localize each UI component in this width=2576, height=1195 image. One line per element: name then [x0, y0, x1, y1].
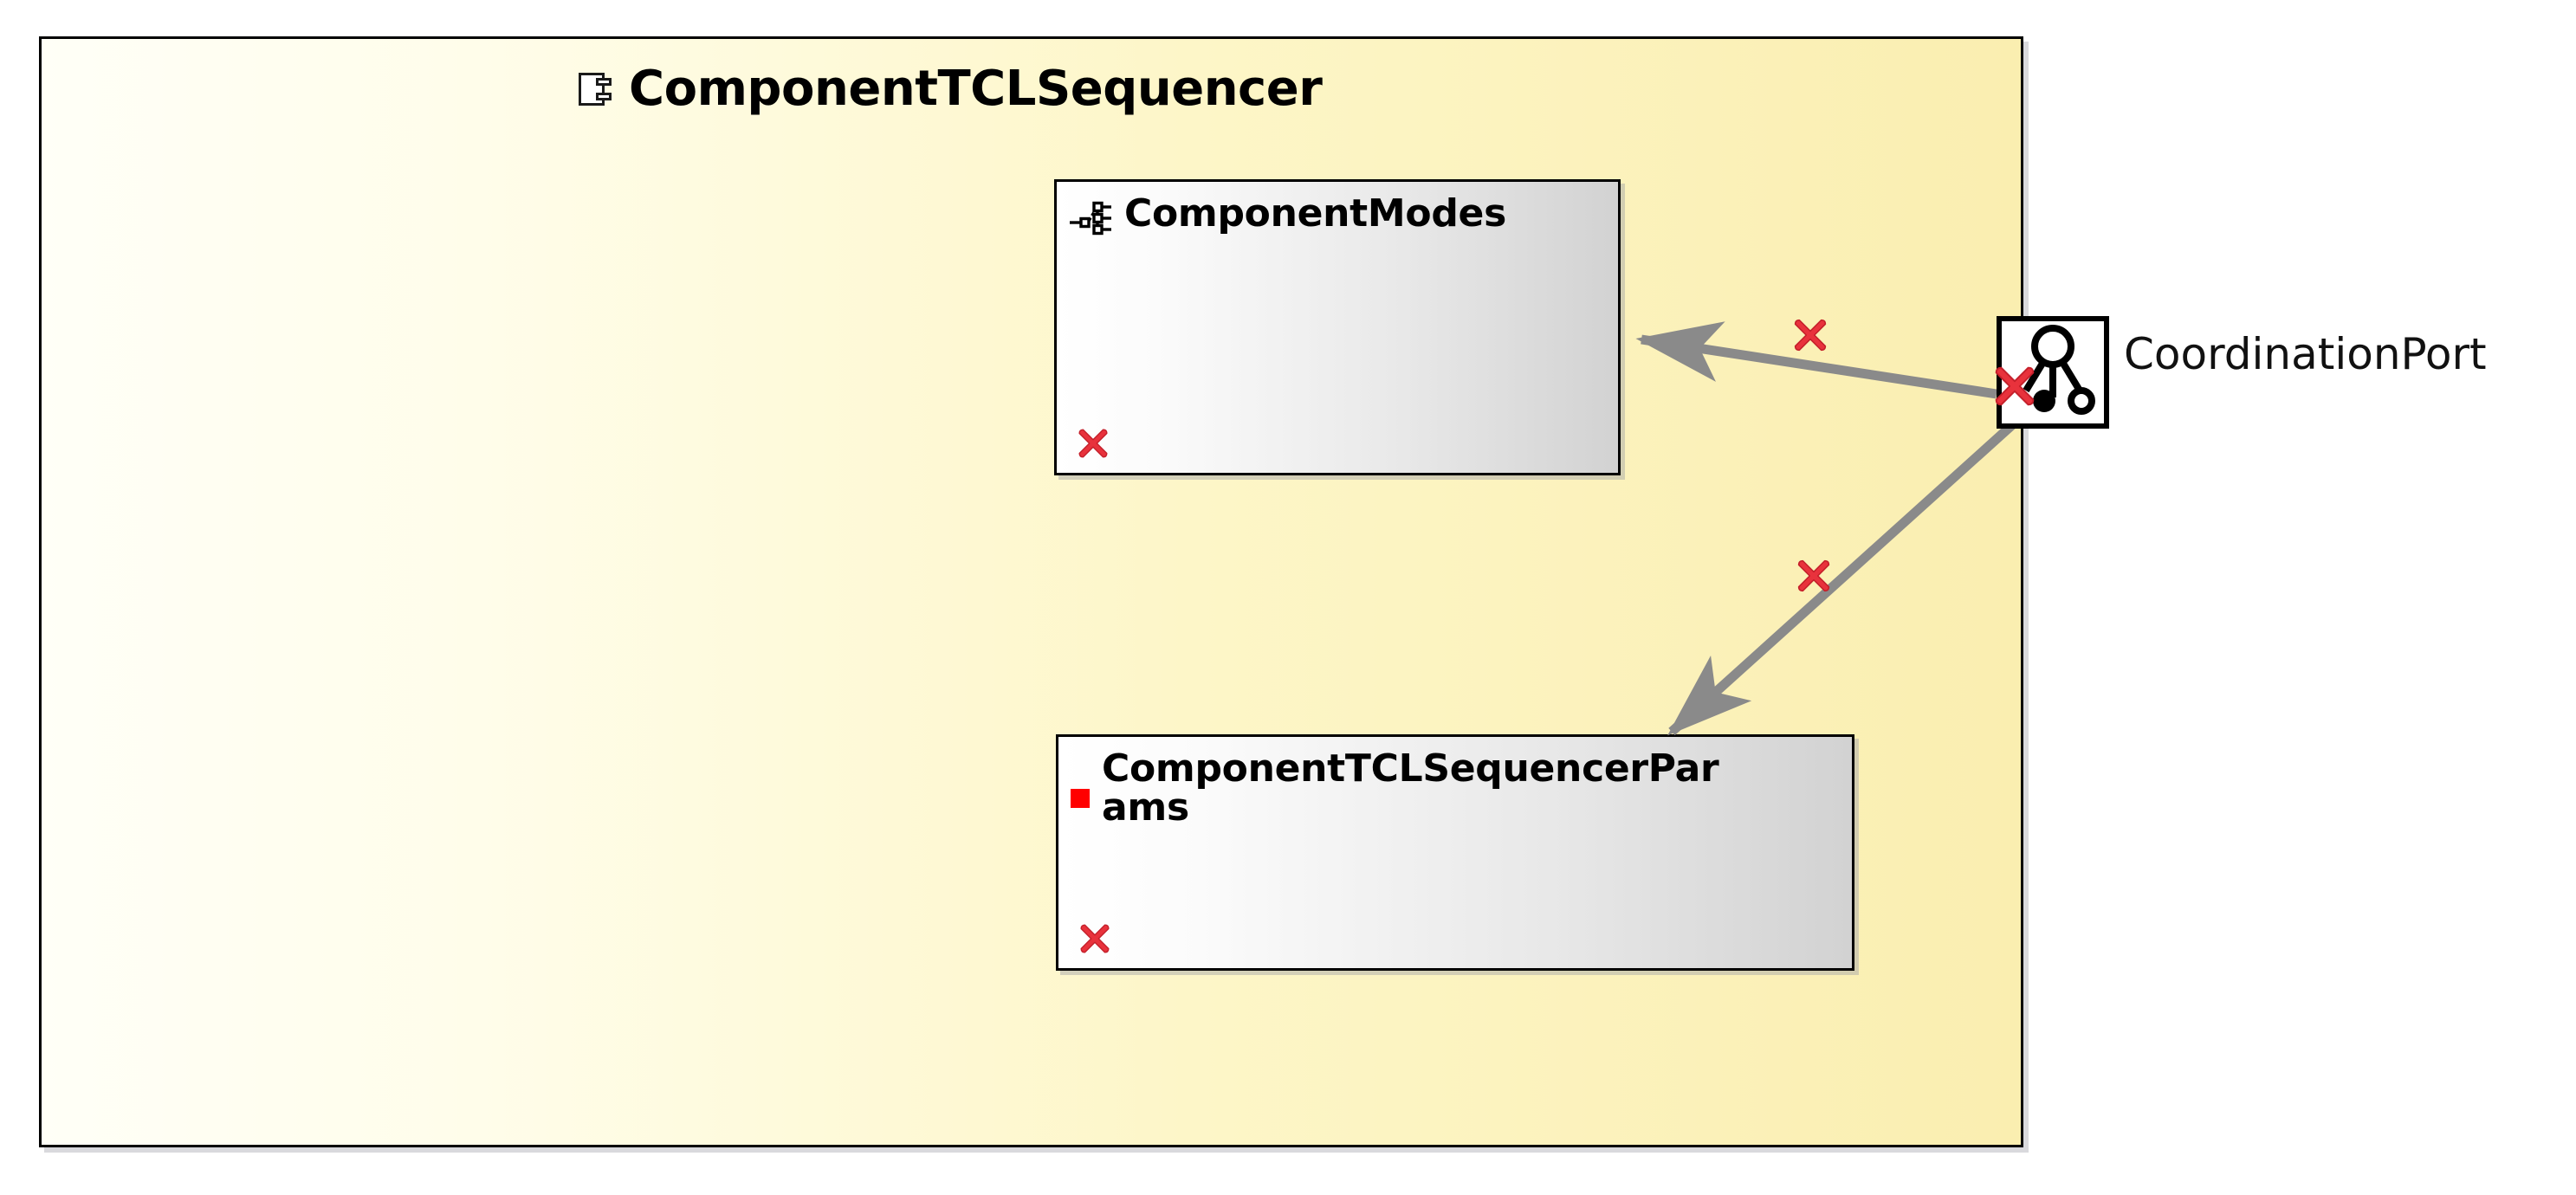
- port-icon: [2002, 321, 2104, 423]
- component-title: ComponentTCLSequencer: [579, 61, 1323, 117]
- component-icon: [579, 73, 615, 106]
- red-x-icon: [1791, 316, 1829, 354]
- coordination-port-label: CoordinationPort: [2124, 329, 2487, 379]
- red-x-icon: [1795, 557, 1833, 595]
- component-container-componenttclsequencer[interactable]: ComponentTCLSequencer: [39, 36, 2023, 1147]
- red-square-icon: [1071, 789, 1090, 808]
- element-label-params-line2: ams: [1102, 785, 1189, 830]
- coordination-port-box[interactable]: [1995, 316, 2109, 429]
- element-header: ComponentModes: [1069, 194, 1609, 241]
- page-title: ComponentTCLSequencer: [629, 61, 1323, 117]
- element-label-component-modes: ComponentModes: [1124, 191, 1506, 236]
- element-label-params-line1: ComponentTCLSequencerPar: [1102, 746, 1719, 791]
- red-x-icon: [1078, 921, 1112, 956]
- element-box-component-modes[interactable]: ComponentModes: [1054, 179, 1621, 475]
- red-x-icon: [1991, 363, 2038, 410]
- modes-tree-icon: [1069, 199, 1112, 241]
- red-x-icon: [1076, 426, 1110, 461]
